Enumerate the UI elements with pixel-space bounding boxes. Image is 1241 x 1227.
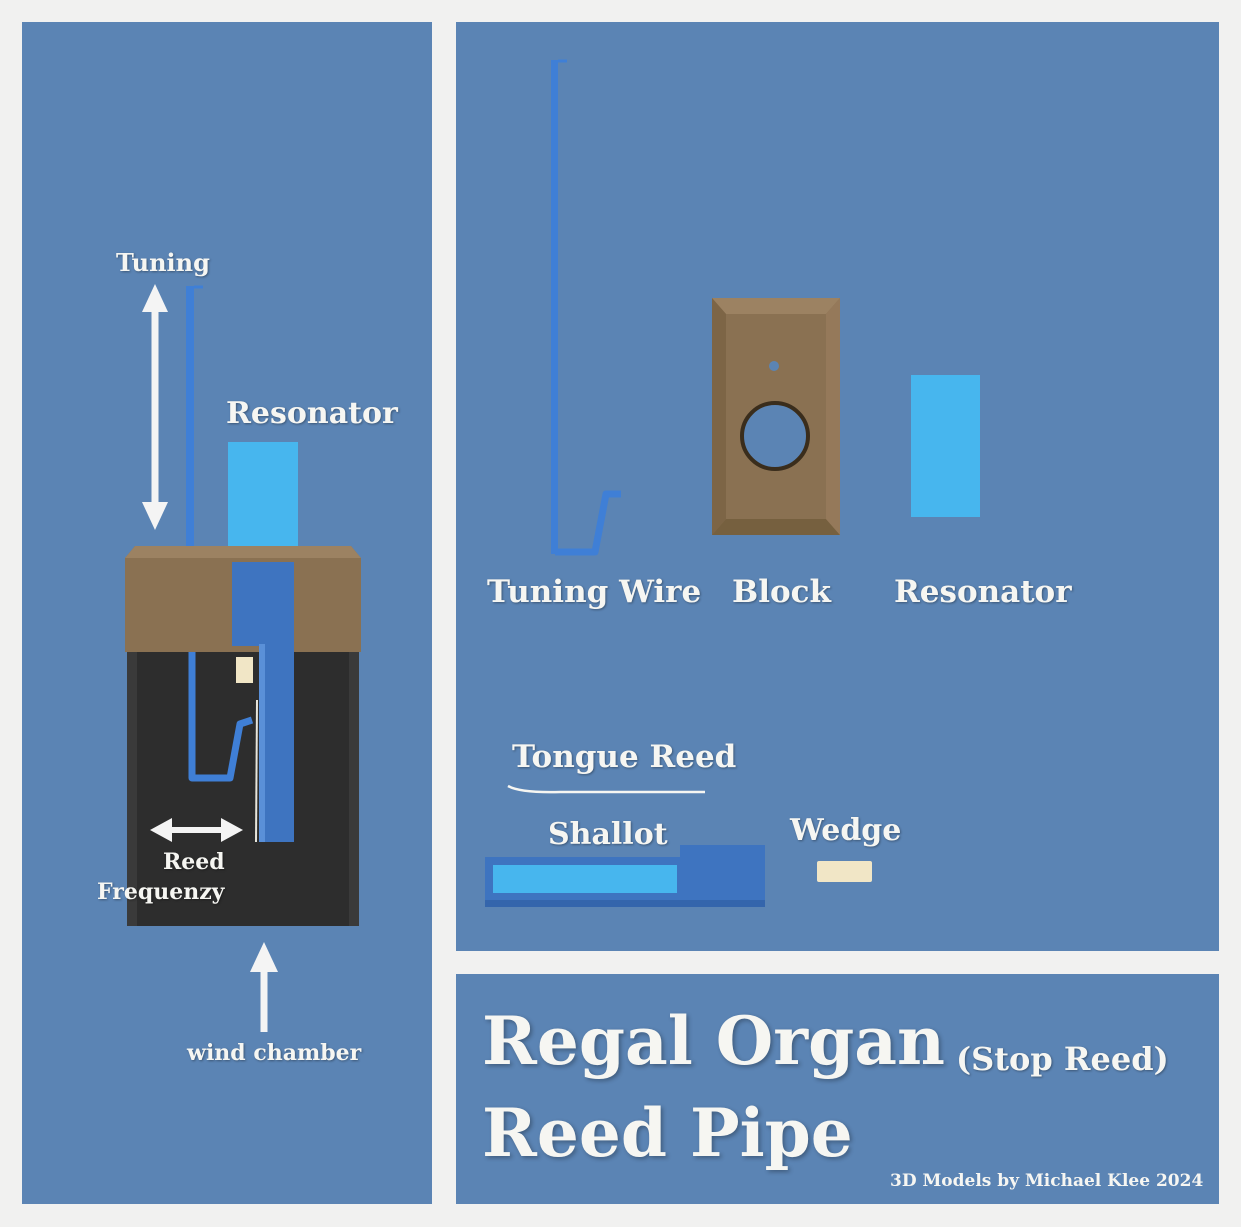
tongue-assembled [255, 699, 258, 843]
title-subtitle: (Stop Reed) [956, 1040, 1169, 1078]
label-wedge: Wedge [790, 813, 902, 848]
wind-chamber-box [127, 652, 359, 926]
reed-frequency-arrow [150, 818, 243, 842]
title-line2: Reed Pipe [482, 1094, 853, 1172]
title-line1: Regal Organ [482, 1002, 945, 1080]
wedge-assembled [236, 657, 253, 683]
tuning-wire-part [551, 59, 621, 556]
label-tongue-reed: Tongue Reed [512, 739, 737, 775]
label-frequenzy: Frequenzy [97, 879, 225, 905]
title-panel [456, 974, 1219, 1204]
credit-text: 3D Models by Michael Klee 2024 [890, 1171, 1204, 1191]
shallot-assembled [232, 562, 294, 842]
wind-chamber-arrow [250, 942, 278, 1032]
label-block: Block [732, 574, 832, 610]
label-wind-chamber: wind chamber [187, 1040, 362, 1066]
label-shallot: Shallot [548, 817, 668, 852]
resonator-assembled [228, 442, 298, 550]
resonator-part [911, 375, 980, 517]
label-resonator-part: Resonator [894, 574, 1072, 610]
tuning-wire-assembled [186, 285, 254, 782]
block-part [712, 298, 840, 535]
shallot-part [485, 845, 765, 907]
label-reed: Reed [163, 849, 225, 875]
tuning-arrow [142, 284, 168, 530]
tongue-reed-underline [507, 784, 705, 794]
wedge-part [817, 861, 872, 882]
label-tuning-wire: Tuning Wire [487, 574, 702, 610]
label-resonator: Resonator [226, 396, 398, 431]
label-tuning: Tuning [116, 248, 210, 277]
